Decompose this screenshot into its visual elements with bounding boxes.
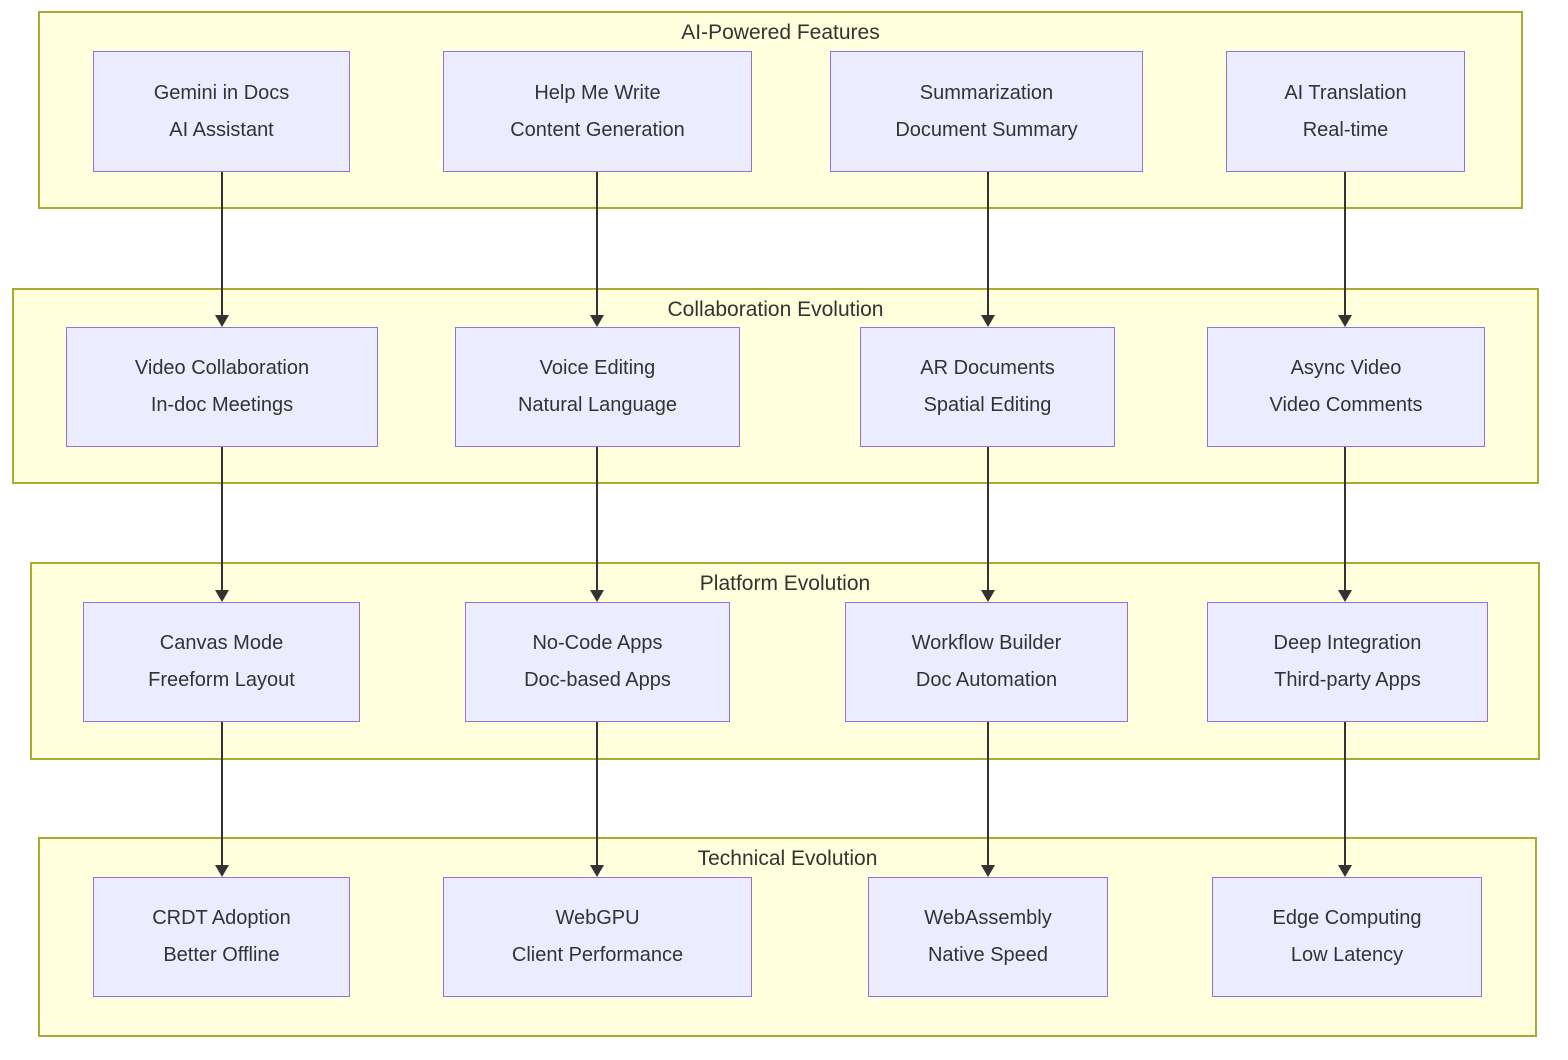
flow-arrow — [1338, 172, 1352, 327]
arrow-shaft — [596, 447, 598, 591]
arrow-shaft — [1344, 722, 1346, 866]
flow-arrow — [215, 722, 229, 877]
arrow-shaft — [987, 722, 989, 866]
node-line: Client Performance — [511, 944, 684, 966]
node-line: CRDT Adoption — [152, 907, 291, 929]
node-line: Third-party Apps — [1274, 669, 1421, 691]
node-edge-computing: Edge Computing Low Latency — [1212, 877, 1482, 997]
node-line: WebGPU — [555, 907, 640, 929]
arrow-shaft — [221, 722, 223, 866]
arrowhead-icon — [1338, 865, 1352, 877]
flow-arrow — [981, 722, 995, 877]
flow-arrow — [590, 722, 604, 877]
flow-arrow — [981, 447, 995, 602]
arrowhead-icon — [590, 590, 604, 602]
node-line: Deep Integration — [1273, 632, 1422, 654]
node-line: Gemini in Docs — [153, 81, 290, 104]
arrowhead-icon — [981, 865, 995, 877]
node-line: Workflow Builder — [911, 632, 1062, 654]
node-line: AR Documents — [920, 357, 1055, 379]
arrow-shaft — [596, 172, 598, 316]
node-line: No-Code Apps — [532, 632, 663, 654]
flow-arrow — [1338, 447, 1352, 602]
arrowhead-icon — [215, 590, 229, 602]
node-line: Low Latency — [1290, 944, 1404, 966]
node-line: Spatial Editing — [923, 394, 1052, 416]
node-line: Doc-based Apps — [524, 669, 671, 691]
node-crdt-adoption: CRDT Adoption Better Offline — [93, 877, 350, 997]
arrowhead-icon — [1338, 590, 1352, 602]
node-gemini-in-docs: Gemini in Docs AI Assistant — [93, 51, 350, 172]
arrowhead-icon — [590, 315, 604, 327]
arrow-shaft — [987, 447, 989, 591]
node-line: Canvas Mode — [159, 632, 284, 654]
node-line: Natural Language — [517, 394, 677, 416]
node-video-collaboration: Video Collaboration In-doc Meetings — [66, 327, 378, 447]
node-line: Native Speed — [927, 944, 1049, 966]
node-line: Real-time — [1302, 118, 1389, 141]
node-workflow-builder: Workflow Builder Doc Automation — [845, 602, 1128, 722]
node-voice-editing: Voice Editing Natural Language — [455, 327, 740, 447]
band-title: Technical Evolution — [697, 847, 878, 870]
flow-arrow — [215, 172, 229, 327]
node-canvas-mode: Canvas Mode Freeform Layout — [83, 602, 360, 722]
band-title: Platform Evolution — [699, 572, 871, 595]
node-line: Voice Editing — [539, 357, 656, 379]
arrow-shaft — [596, 722, 598, 866]
node-line: AI Translation — [1284, 81, 1407, 104]
arrow-shaft — [221, 447, 223, 591]
arrowhead-icon — [1338, 315, 1352, 327]
arrowhead-icon — [590, 865, 604, 877]
flow-arrow — [981, 172, 995, 327]
node-line: Freeform Layout — [148, 669, 295, 691]
node-line: Better Offline — [163, 944, 280, 966]
node-line: In-doc Meetings — [150, 394, 294, 416]
flow-arrow — [1338, 722, 1352, 877]
arrowhead-icon — [981, 590, 995, 602]
node-async-video: Async Video Video Comments — [1207, 327, 1485, 447]
node-line: Content Generation — [510, 118, 685, 141]
node-ar-documents: AR Documents Spatial Editing — [860, 327, 1115, 447]
node-line: AI Assistant — [169, 118, 274, 141]
arrow-shaft — [1344, 172, 1346, 316]
node-webgpu: WebGPU Client Performance — [443, 877, 752, 997]
node-webassembly: WebAssembly Native Speed — [868, 877, 1108, 997]
arrow-shaft — [987, 172, 989, 316]
node-line: Async Video — [1290, 357, 1402, 379]
node-deep-integration: Deep Integration Third-party Apps — [1207, 602, 1488, 722]
node-line: Help Me Write — [534, 81, 661, 104]
node-line: Document Summary — [895, 118, 1078, 141]
node-line: WebAssembly — [924, 907, 1052, 929]
node-line: Summarization — [919, 81, 1054, 104]
arrowhead-icon — [215, 315, 229, 327]
band-title: Collaboration Evolution — [667, 298, 884, 321]
flow-arrow — [590, 447, 604, 602]
arrowhead-icon — [981, 315, 995, 327]
flow-arrow — [590, 172, 604, 327]
band-title: AI-Powered Features — [681, 21, 880, 44]
arrowhead-icon — [215, 865, 229, 877]
node-line: Video Collaboration — [134, 357, 310, 379]
node-no-code-apps: No-Code Apps Doc-based Apps — [465, 602, 730, 722]
node-help-me-write: Help Me Write Content Generation — [443, 51, 752, 172]
flow-arrow — [215, 447, 229, 602]
node-line: Edge Computing — [1272, 907, 1422, 929]
arrow-shaft — [1344, 447, 1346, 591]
node-line: Doc Automation — [915, 669, 1058, 691]
node-summarization: Summarization Document Summary — [830, 51, 1143, 172]
arrow-shaft — [221, 172, 223, 316]
node-ai-translation: AI Translation Real-time — [1226, 51, 1465, 172]
node-line: Video Comments — [1269, 394, 1423, 416]
